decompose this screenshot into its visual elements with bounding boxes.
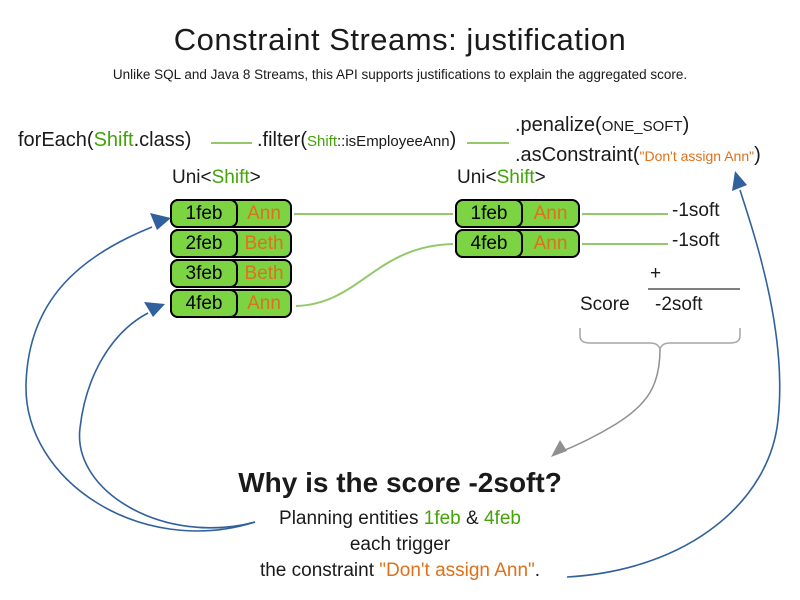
sum-divider-line [648,288,740,290]
code-filter: .filter(Shift::isEmployeeAnn) [257,129,456,152]
right-stream-type-label: Uni<Shift> [457,167,546,189]
type-text: > [249,167,261,188]
code-constant: ONE_SOFT [601,118,683,135]
explanation-text: & [460,508,484,529]
explanation-line-2: each trigger [349,534,451,555]
score-brace [579,328,741,352]
code-text: ) [754,144,761,166]
explanation-line-1: Planning entities 1feb & 4feb [0,508,800,530]
shift-employee-cell: Beth [244,232,284,254]
shift-employee-cell: Ann [533,202,568,224]
shift-employee-cell: Beth [244,262,284,284]
explanation-line-3: the constraint "Don't assign Ann". [0,560,800,582]
code-penalize: .penalize(ONE_SOFT) [515,111,761,141]
entity-arrowhead-1feb [150,213,171,230]
shift-date-cell: 3feb [170,259,238,288]
code-penalize-block: .penalize(ONE_SOFT) .asConstraint("Don't… [515,111,761,170]
shift-row: 1feb Ann [170,199,292,228]
entity-ref-4feb: 4feb [483,508,521,529]
shift-date-cell: 1feb [170,199,238,228]
plus-sign: + [650,263,662,284]
shift-row: 2feb Beth [170,229,292,258]
shift-date-cell: 2feb [170,229,238,258]
code-text: .asConstraint( [515,144,640,166]
code-text: ) [449,129,457,151]
stream-connector-line [467,142,509,144]
explanation-text: the constraint [259,560,380,581]
penalty-label-2: -1soft [672,230,720,251]
type-text: > [534,167,546,188]
match-line-4feb [295,243,454,307]
code-foreach: forEach(Shift.class) [18,129,191,152]
subtitle: Unlike SQL and Java 8 Streams, this API … [112,67,688,82]
shift-row: 4feb Ann [170,289,292,318]
constraint-arrowhead [732,171,747,191]
constraint-name-ref: "Don't assign Ann" [379,560,535,581]
penalty-label-1: -1soft [672,200,720,221]
shift-employee-cell: Ann [533,232,568,254]
shift-date-cell: 4feb [455,229,523,258]
left-stream-type-label: Uni<Shift> [172,167,261,189]
score-label: Score [580,294,630,315]
type-class-name: Shift [211,167,250,188]
entity-ref-1feb: 1feb [423,508,461,529]
code-text: .penalize( [515,114,602,136]
explanation-text: . [534,560,541,581]
code-asconstraint: .asConstraint("Don't assign Ann") [515,141,761,170]
type-text: Uni< [457,167,497,188]
code-string-literal: "Don't assign Ann" [639,148,755,164]
code-class-name: Shift [93,129,134,151]
page-title: Constraint Streams: justification [173,22,627,57]
shift-employee-cell: Ann [247,292,281,314]
type-class-name: Shift [496,167,535,188]
code-class-name: Shift [307,133,338,150]
why-question: Why is the score -2soft? [238,467,562,498]
score-to-question-arrow [557,348,661,454]
shift-row: 1feb Ann [455,199,580,228]
shift-employee-cell: Ann [247,202,281,224]
explanation-text: Planning entities [279,508,424,529]
score-arrowhead [551,440,567,457]
code-text: ) [682,114,690,136]
shift-row: 3feb Beth [170,259,292,288]
code-method-ref: ::isEmployeeAnn [337,133,450,150]
code-text: .filter( [257,129,307,151]
shift-date-cell: 4feb [170,289,238,318]
stream-connector-line [211,142,252,144]
type-text: Uni< [172,167,212,188]
code-text: .class) [133,129,192,151]
shift-date-cell: 1feb [455,199,523,228]
code-text: forEach( [18,129,94,151]
shift-row: 4feb Ann [455,229,580,258]
entity-arrowhead-4feb [144,302,165,317]
score-total: -2soft [655,294,703,315]
